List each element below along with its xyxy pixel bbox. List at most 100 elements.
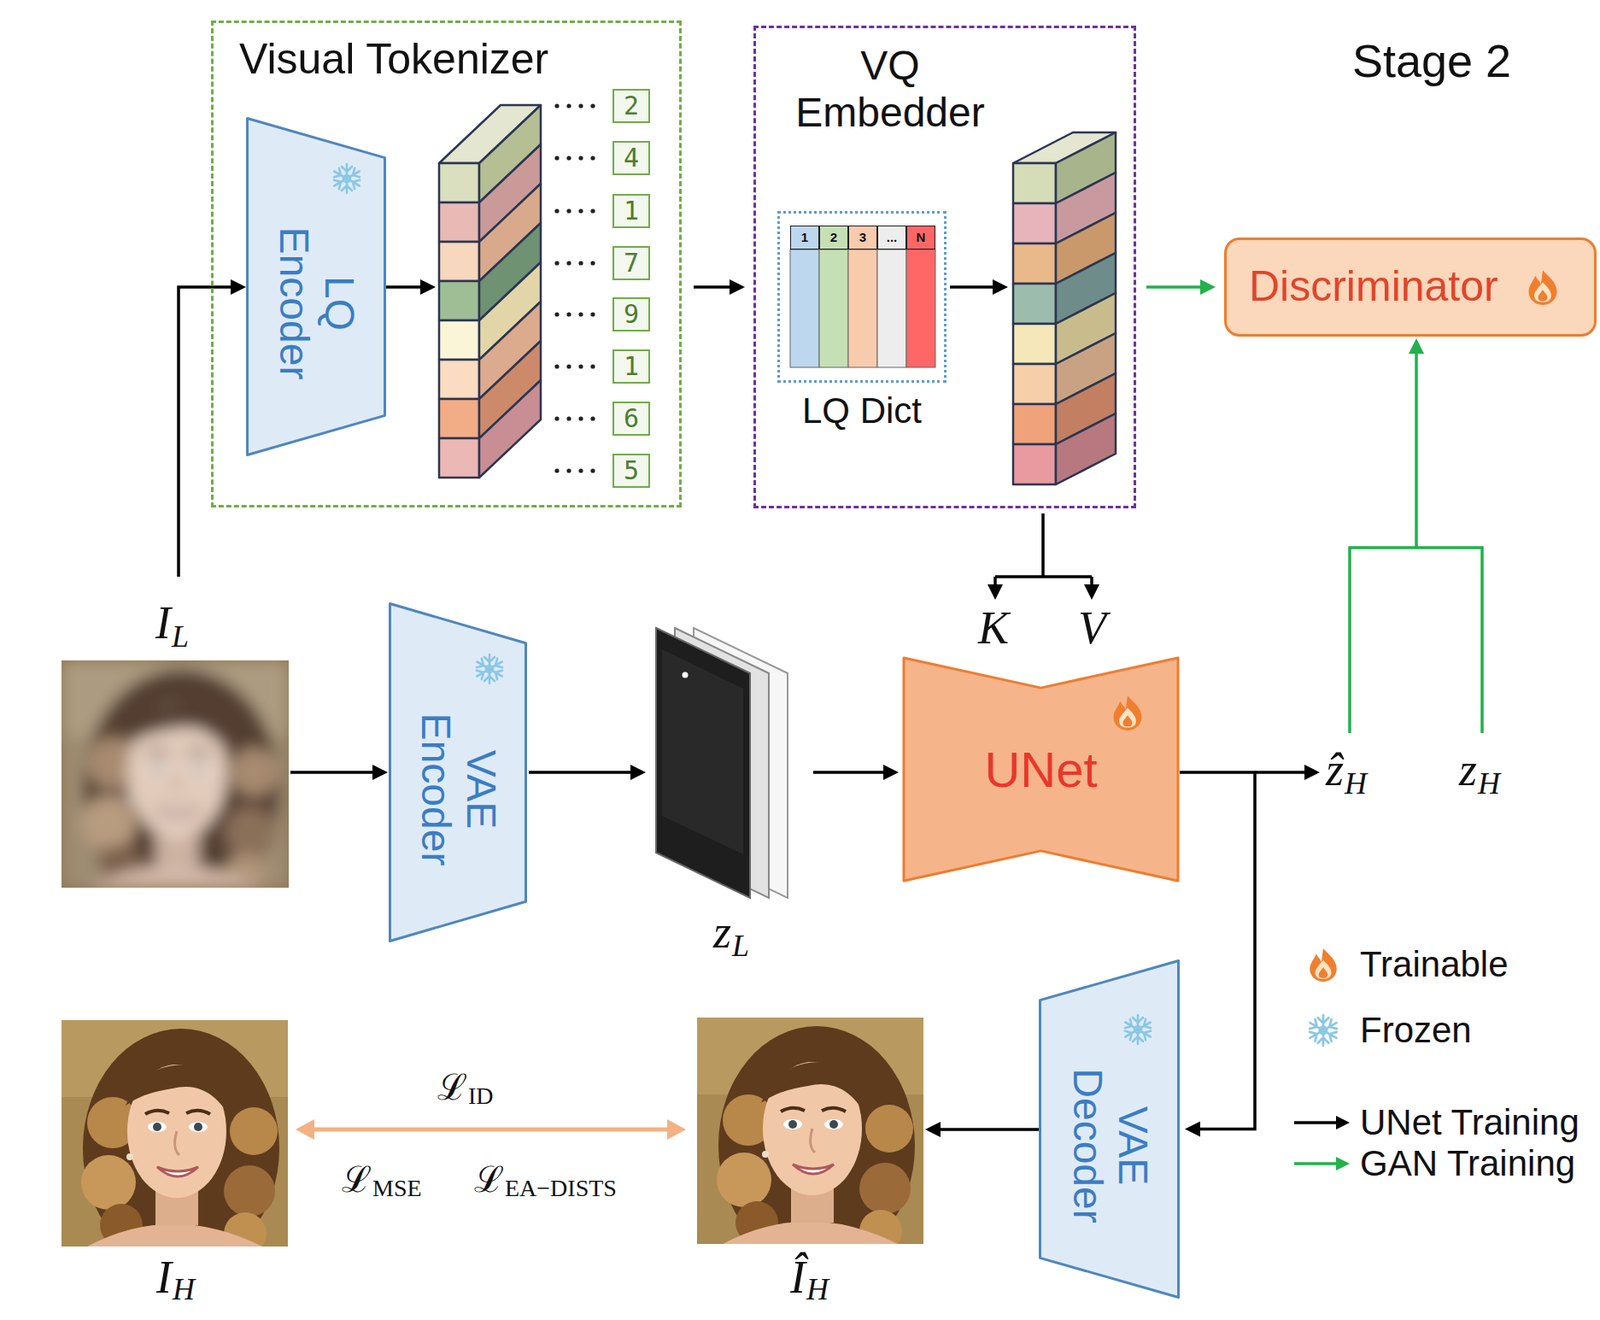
stack-face [439,398,480,439]
node-text: 7 [623,248,639,279]
arrowhead [1304,764,1320,780]
connector [987,513,1100,600]
node-text: LQ Dict [802,390,922,432]
node-text: 9 [623,299,639,330]
stack-face [439,241,480,282]
math-label: K [978,603,1009,654]
subscript: H [1344,767,1367,802]
snowflake-icon [472,651,507,686]
legend-label: GAN Training [1359,1143,1576,1184]
connector-line [1179,772,1255,1130]
arrowhead [1408,338,1425,354]
token-index-box: 1 [612,349,651,384]
subscript: L [732,929,750,964]
leader-dot [578,311,583,317]
math-label: ℒ [341,1160,372,1200]
stack-face [439,163,480,203]
arrowhead [372,764,388,780]
math-label: V [1078,603,1107,654]
stack-face [1013,323,1056,364]
node-text: 1 [623,196,639,227]
connector [1146,279,1216,295]
group-box: VQ EmbedderLQ Dict123...N [753,25,1137,509]
math-label: Stage 2 [1352,35,1512,87]
leader-dot [578,155,583,160]
token-index-box: 5 [612,453,651,488]
leader-dot [554,363,559,369]
node-text: UNet [984,740,1097,798]
leader-dot [554,103,559,108]
token-index-box: 2 [612,88,651,124]
math-label: z [1459,744,1477,796]
unet-shape: UNet [902,656,1180,883]
arrow-line [1254,770,1311,774]
fire-icon [1108,693,1147,732]
gan-line [1414,348,1419,548]
arrowhead [230,279,247,295]
stack-face [1013,404,1056,445]
math-label: ẑ [1325,744,1344,796]
arrowhead [992,279,1009,295]
leader-dot [590,416,595,421]
fire-icon [1309,948,1337,982]
leader-dot [578,416,583,421]
leader-dot [554,468,559,473]
gan-line [1349,547,1483,733]
stack-face [1055,413,1116,485]
arrowhead [420,279,436,295]
node-text: 1 [623,351,639,382]
leader-dot [590,363,595,369]
stack-face [439,359,480,399]
node-text: 6 [623,404,639,434]
node-text: 2 [623,91,639,122]
stack-face [439,320,480,360]
leader-dot [578,468,583,473]
leader-dot [578,103,583,108]
arrowhead [1336,1156,1350,1171]
lq-photo [61,660,289,888]
connector [1179,772,1255,1137]
token-index-box: 9 [612,297,651,332]
math-label: I [155,597,171,649]
table-cell: 3 [848,225,878,250]
arrowhead [729,279,745,295]
icon [474,654,505,684]
leader-dot [566,363,571,369]
leader-dot [590,311,595,317]
math-label: ℒ [474,1160,505,1200]
connector-line [813,770,891,774]
table-cell: 2 [819,225,849,250]
feature-speck [682,672,689,679]
node-text: Discriminator [1248,262,1499,312]
snowflake-icon [329,161,364,196]
encoder-trapezoid: VAE Encoder [388,602,528,943]
table-cell: ... [877,225,907,250]
feature-map [656,627,751,898]
token-index-box: 1 [612,193,651,229]
feature-texture [662,649,744,855]
leader-dot [578,208,583,213]
leader-dot [554,155,559,160]
loss-arrow [309,1127,673,1132]
arrowhead [1336,1115,1350,1130]
legend-line [1294,1161,1340,1166]
dictionary-column [848,249,878,368]
node-text: VAE Decoder [1064,1064,1155,1227]
leader-dot [554,260,559,265]
dictionary-column [877,249,907,368]
leader-dot [566,155,571,160]
leader-dot [566,260,571,265]
token-index-box: 6 [612,401,651,436]
stack-face [1013,163,1056,204]
table-cell: 1 [790,225,820,250]
node-text: 5 [623,456,639,487]
shape-outline [390,603,527,942]
arrowhead [630,764,646,780]
token-stack [439,105,541,478]
arrow-line [949,285,1000,289]
shape-outline [1040,961,1179,1298]
leader-dot [566,468,571,473]
stack-face [1013,203,1056,244]
arrowhead [925,1121,941,1137]
